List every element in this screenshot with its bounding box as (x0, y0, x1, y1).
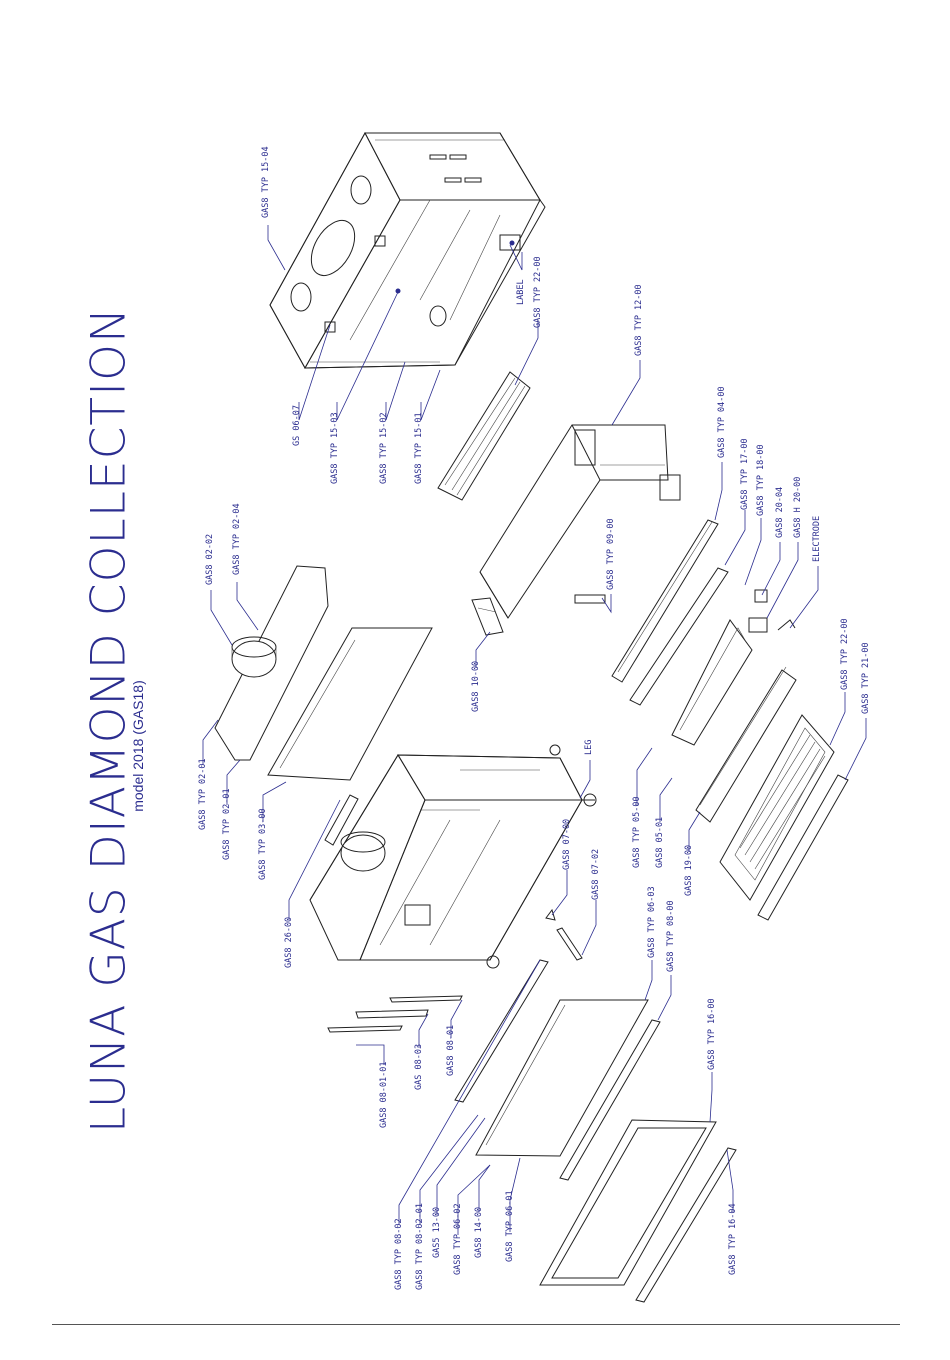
label-gas8-05-01: GAS8 05-01 (655, 817, 665, 868)
label-gas8-20-04: GAS8 20-04 (775, 487, 785, 538)
base-tray-part (539, 1119, 737, 1303)
trim-part (757, 774, 849, 921)
label-gas8-typ-02-01-b: GAS8 TYP 02-01 (222, 788, 232, 860)
label-gas8-typ-09-00: GAS8 TYP 09-00 (606, 518, 616, 590)
label-gas8-typ-02-04: GAS8 TYP 02-04 (232, 503, 242, 575)
label-gas8-typ-15-03: GAS8 TYP 15-03 (330, 412, 340, 484)
label-gas5-13-00: GAS5 13-00 (432, 1207, 442, 1258)
label-gas8-10-00: GAS8 10-00 (471, 661, 481, 712)
chassis-part (309, 744, 597, 969)
label-gas8-08-01: GAS8 08-01 (446, 1025, 456, 1076)
label-gas8-07-00: GAS8 07-00 (562, 819, 572, 870)
label-gas8-typ-21-00: GAS8 TYP 21-00 (861, 642, 871, 714)
top-panel-part (267, 627, 433, 781)
label-gas8-typ-06-03: GAS8 TYP 06-03 (647, 886, 657, 958)
label-gas8-typ-04-00: GAS8 TYP 04-00 (717, 386, 727, 458)
label-electrode: ELECTRODE (812, 516, 822, 562)
label-gas8-typ-16-00: GAS8 TYP 16-00 (707, 998, 717, 1070)
label-label: LABEL (516, 279, 526, 305)
label-gas8-typ-08-02: GAS8 TYP 08-02 (394, 1218, 404, 1290)
valve-parts (748, 589, 796, 633)
label-gas8-typ-12-00: GAS8 TYP 12-00 (634, 284, 644, 356)
label-gas8-typ-22-00-front: GAS8 TYP 22-00 (840, 618, 850, 690)
burner-part (695, 666, 797, 823)
leader-lines (202, 225, 867, 1235)
trim-08-parts (327, 995, 463, 1033)
label-gas8-07-02: GAS8 07-02 (591, 849, 601, 900)
label-gas8-typ-08-00: GAS8 TYP 08-00 (666, 900, 676, 972)
label-gas8-typ-15-04: GAS8 TYP 15-04 (261, 146, 271, 218)
outer-housing-part (269, 131, 546, 370)
label-gas8-14-00: GAS8 14-00 (474, 1207, 484, 1258)
label-gas8-typ-15-02: GAS8 TYP 15-02 (379, 412, 389, 484)
label-gas8-02-02: GAS8 02-02 (205, 534, 215, 585)
bracket-10-00-part (471, 597, 504, 636)
label-gas8-typ-16-04: GAS8 TYP 16-04 (728, 1203, 738, 1275)
label-gas8-h-20-00: GAS8 H 20-00 (793, 477, 803, 538)
label-gas8-typ-06-02: GAS8 TYP 06-02 (453, 1203, 463, 1275)
label-gas8-19-00: GAS8 19-00 (684, 845, 694, 896)
label-gas8-typ-02-01-a: GAS8 TYP 02-01 (198, 758, 208, 830)
label-gas8-typ-18-00: GAS8 TYP 18-00 (756, 444, 766, 516)
label-leg: LEG (584, 740, 594, 755)
label-gas-08-03: GAS 08-03 (414, 1044, 424, 1090)
label-gas8-typ-15-01: GAS8 TYP 15-01 (414, 412, 424, 484)
label-gas8-26-00: GAS8 26-00 (284, 917, 294, 968)
firebox-liner-part (479, 424, 681, 619)
label-gas8-typ-05-00: GAS8 TYP 05-00 (632, 796, 642, 868)
label-gas8-typ-08-02-01: GAS8 TYP 08-02-01 (415, 1203, 425, 1290)
label-gas8-typ-17-00: GAS8 TYP 17-00 (740, 438, 750, 510)
label-gas8-typ-03-00: GAS8 TYP 03-00 (258, 808, 268, 880)
footer-divider (52, 1324, 900, 1325)
part-labels: GAS8 TYP 15-04 LABEL GAS8 TYP 22-00 GS 0… (198, 146, 871, 1290)
bracket-07-parts (545, 908, 583, 961)
front-grille-part (719, 714, 835, 901)
label-gas8-08-01-01: GAS8 08-01-01 (379, 1061, 389, 1128)
flue-plate-part (214, 565, 329, 761)
label-gas8-typ-22-00-top: GAS8 TYP 22-00 (533, 256, 543, 328)
label-gas8-typ-06-01: GAS8 TYP 06-01 (505, 1190, 515, 1262)
label-gs-06-07: GS 06-07 (292, 405, 302, 446)
heat-shield-part (437, 371, 531, 501)
burner-rail-part (611, 519, 753, 746)
